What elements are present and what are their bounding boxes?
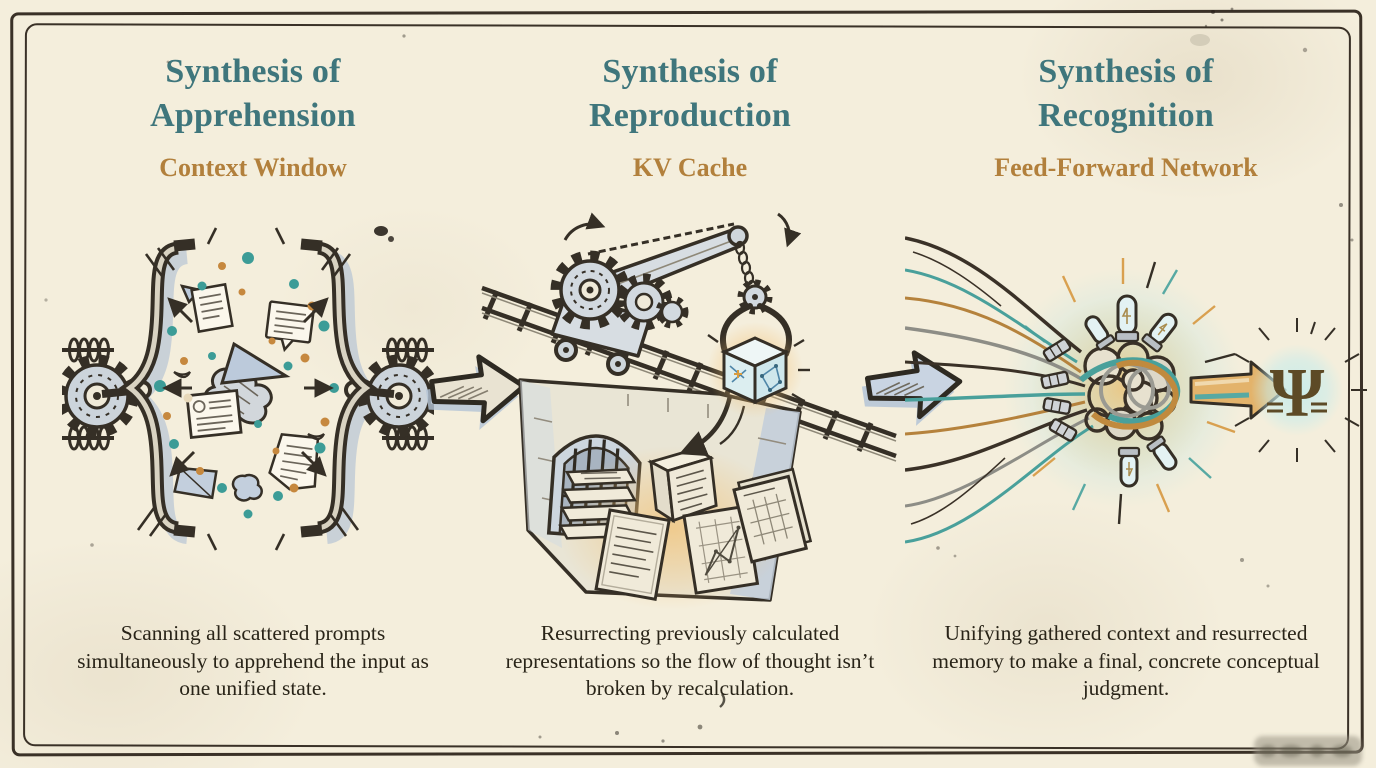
right-brace-clamp: [300, 238, 434, 544]
formula-box-icon: [647, 447, 718, 524]
card-note-icon: [185, 388, 243, 440]
title-line: Synthesis of: [165, 53, 341, 90]
crescent-icon: [307, 433, 325, 441]
rotate-arrow-icon: [777, 212, 802, 248]
gear-icon: [550, 250, 630, 330]
column-description-apprehension: Scanning all scattered prompts simultane…: [77, 621, 429, 701]
arm-joint: [727, 225, 749, 247]
triangle-shard-icon: [219, 341, 291, 385]
column-subtitle-context-window: Context Window: [159, 153, 347, 182]
knot-core: [1079, 341, 1181, 441]
crane-machine: [550, 212, 802, 376]
chain-drive: [587, 222, 735, 256]
folded-paper-icon: [173, 466, 218, 500]
title-line: Recognition: [1038, 96, 1214, 134]
gear-icon: [655, 295, 689, 329]
column-description-reproduction: Resurrecting previously calculated repre…: [505, 621, 875, 701]
note-paper-icon: [190, 282, 234, 334]
spark-icon: [734, 370, 742, 378]
title-line: Reproduction: [588, 96, 792, 134]
teal-token-dots: [154, 252, 339, 519]
text-tablet-icon: [594, 508, 671, 601]
speech-note-icon: [264, 300, 316, 353]
title-line: Apprehension: [150, 96, 356, 134]
orange-rope: [1090, 359, 1179, 430]
cube-sparkle-dashes: [707, 334, 810, 403]
arrow-right-icon: [425, 354, 527, 430]
rotate-arrow-icon: [563, 212, 606, 241]
psi-symbol: Ψ: [1270, 355, 1325, 432]
grid-tablet-icon: [732, 467, 813, 564]
title-line: Synthesis of: [1038, 53, 1214, 90]
wire-connectors: [1040, 337, 1078, 442]
crane-vault-illustration: [481, 212, 897, 610]
spring-coil-icon: [386, 337, 428, 363]
wire-knot-illustration: Ψ: [905, 236, 1367, 544]
title-line: Synthesis of: [602, 53, 778, 90]
claw-pulley-gear: [737, 279, 773, 315]
vacuum-tubes: [1084, 294, 1178, 488]
graph-tablet-icon: [682, 504, 760, 595]
small-blob-icon: [231, 473, 263, 502]
column-description-recognition: Unifying gathered context and resurrecte…: [932, 621, 1320, 701]
psi-judgment-badge: Ψ: [1234, 318, 1367, 462]
gear-icon: [62, 354, 139, 438]
blurred-watermark: [1254, 736, 1362, 766]
outward-arrows: [162, 297, 334, 477]
column-subtitle-feed-forward-network: Feed-Forward Network: [994, 153, 1258, 182]
radiance-dashes: [136, 227, 360, 551]
equivalence-marks: [1267, 402, 1327, 413]
scribble-formulas: [675, 469, 708, 511]
left-brace-clamp: [62, 238, 196, 544]
psi-radiance-dashes: [1234, 318, 1367, 462]
memory-cube-icon: [707, 322, 810, 418]
brace-clamp-illustration: [62, 227, 434, 551]
cream-dot: [183, 393, 193, 403]
column-title-reproduction: Synthesis of Reproduction: [473, 50, 907, 138]
column-subtitle-kv-cache: KV Cache: [632, 153, 748, 182]
column-title-apprehension: Synthesis of Apprehension: [42, 50, 464, 138]
scattered-fragments: [136, 227, 360, 551]
column-title-recognition: Synthesis of Recognition: [906, 50, 1346, 138]
crescent-icon: [173, 371, 191, 379]
